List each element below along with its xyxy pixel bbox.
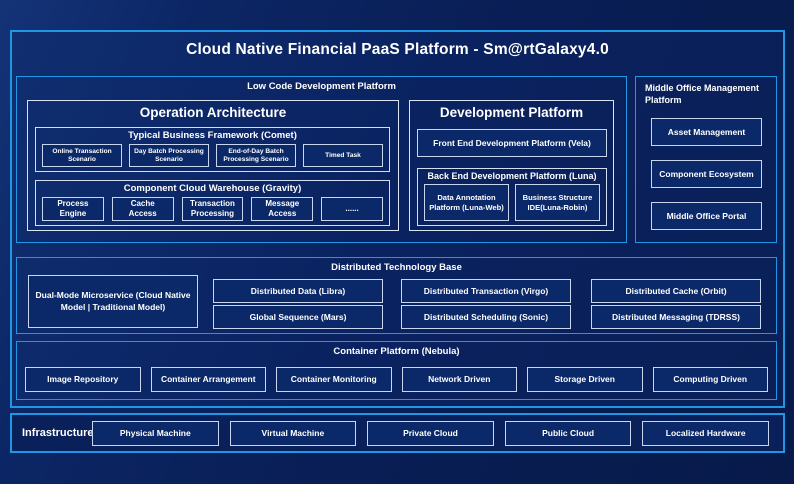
box-component-ecosystem: Component Ecosystem xyxy=(651,160,762,188)
box-process-engine: Process Engine xyxy=(42,197,104,221)
operation-architecture-panel: Operation Architecture Typical Business … xyxy=(27,100,399,231)
box-global-sequence-mars: Global Sequence (Mars) xyxy=(213,305,383,329)
development-platform-panel: Development Platform Front End Developme… xyxy=(409,100,614,231)
box-physical-machine: Physical Machine xyxy=(92,421,219,446)
box-middle-office-portal: Middle Office Portal xyxy=(651,202,762,230)
box-message-access: Message Access xyxy=(251,197,314,221)
typical-business-framework-title: Typical Business Framework (Comet) xyxy=(128,130,297,141)
box-asset-management: Asset Management xyxy=(651,118,762,146)
box-end-of-day-batch-processing-scenario: End-of-Day Batch Processing Scenario xyxy=(216,144,296,167)
gravity-items-row: Process Engine Cache Access Transaction … xyxy=(42,197,383,221)
comet-items-row: Online Transaction Scenario Day Batch Pr… xyxy=(42,144,383,167)
distributed-technology-base-panel: Distributed Technology Base Dual-Mode Mi… xyxy=(16,257,777,334)
infrastructure-panel: Infrastructure Physical Machine Virtual … xyxy=(10,413,785,453)
component-cloud-warehouse-title: Component Cloud Warehouse (Gravity) xyxy=(123,183,302,194)
component-cloud-warehouse-panel: Component Cloud Warehouse (Gravity) Proc… xyxy=(35,180,390,226)
box-data-annotation-platform-luna-web: Data Annotation Platform (Luna-Web) xyxy=(424,184,509,221)
box-timed-task: Timed Task xyxy=(303,144,383,167)
box-distributed-transaction-virgo: Distributed Transaction (Virgo) xyxy=(401,279,571,303)
container-platform-panel: Container Platform (Nebula) Image Reposi… xyxy=(16,341,777,400)
back-end-development-platform-panel: Back End Development Platform (Luna) Dat… xyxy=(417,168,607,226)
platform-frame: Cloud Native Financial PaaS Platform - S… xyxy=(10,30,785,408)
box-business-structure-ide-luna-robin: Business Structure IDE(Luna-Robin) xyxy=(515,184,600,221)
box-image-repository: Image Repository xyxy=(25,367,141,392)
box-distributed-messaging-tdrss: Distributed Messaging (TDRSS) xyxy=(591,305,761,329)
middle-office-management-platform-title: Middle Office Management Platform xyxy=(645,83,760,105)
box-ellipsis-more: ...... xyxy=(321,197,383,221)
box-distributed-data-libra: Distributed Data (Libra) xyxy=(213,279,383,303)
box-dual-mode-microservice: Dual-Mode Microservice (Cloud Native Mod… xyxy=(28,275,198,328)
box-distributed-scheduling-sonic: Distributed Scheduling (Sonic) xyxy=(401,305,571,329)
box-container-monitoring: Container Monitoring xyxy=(276,367,392,392)
box-distributed-cache-orbit: Distributed Cache (Orbit) xyxy=(591,279,761,303)
box-day-batch-processing-scenario: Day Batch Processing Scenario xyxy=(129,144,209,167)
container-platform-title: Container Platform (Nebula) xyxy=(333,346,460,357)
low-code-platform-title: Low Code Development Platform xyxy=(247,81,396,92)
low-code-development-platform-panel: Low Code Development Platform Operation … xyxy=(16,76,627,243)
box-transaction-processing: Transaction Processing xyxy=(181,197,244,221)
infrastructure-items-row: Physical Machine Virtual Machine Private… xyxy=(92,421,769,446)
development-platform-title: Development Platform xyxy=(439,105,584,120)
distributed-technology-base-title: Distributed Technology Base xyxy=(331,262,462,273)
diagram-title: Cloud Native Financial PaaS Platform - S… xyxy=(186,41,609,58)
box-virtual-machine: Virtual Machine xyxy=(229,421,357,446)
box-cache-access: Cache Access xyxy=(111,197,174,221)
typical-business-framework-panel: Typical Business Framework (Comet) Onlin… xyxy=(35,127,390,172)
box-public-cloud: Public Cloud xyxy=(504,421,632,446)
middle-office-management-platform-panel: Middle Office Management Platform Asset … xyxy=(635,76,777,243)
box-container-arrangement: Container Arrangement xyxy=(150,367,266,392)
box-front-end-development-platform-vela: Front End Development Platform (Vela) xyxy=(417,129,607,157)
box-localized-hardware: Localized Hardware xyxy=(642,421,769,446)
box-storage-driven: Storage Driven xyxy=(527,367,643,392)
box-computing-driven: Computing Driven xyxy=(652,367,768,392)
back-end-development-platform-title: Back End Development Platform (Luna) xyxy=(427,171,597,181)
box-private-cloud: Private Cloud xyxy=(367,421,494,446)
operation-architecture-title: Operation Architecture xyxy=(139,105,287,120)
back-end-items-row: Data Annotation Platform (Luna-Web) Busi… xyxy=(424,184,600,221)
box-online-transaction-scenario: Online Transaction Scenario xyxy=(42,144,122,167)
box-network-driven: Network Driven xyxy=(401,367,517,392)
container-items-row: Image Repository Container Arrangement C… xyxy=(25,367,768,392)
infrastructure-title: Infrastructure xyxy=(22,427,94,439)
